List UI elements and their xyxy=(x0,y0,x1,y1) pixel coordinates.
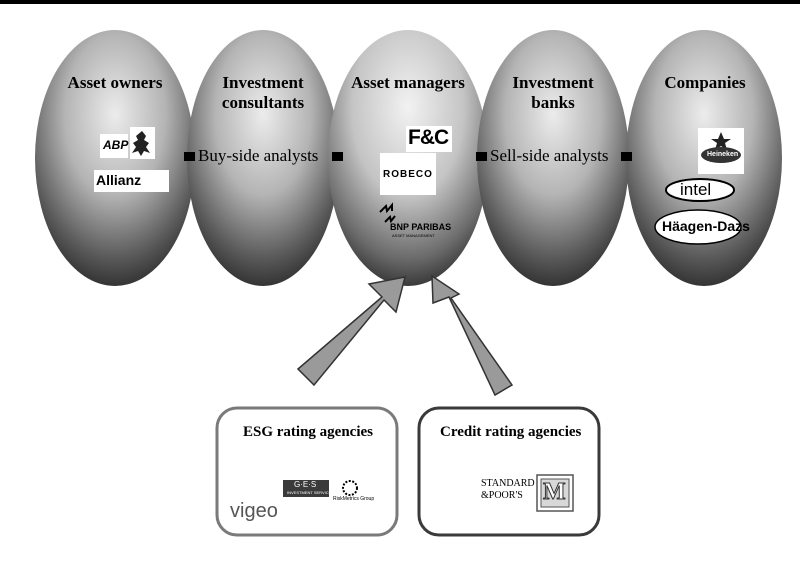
arrow-credit-to-asset-managers xyxy=(431,274,514,397)
allianz-logo: Allianz xyxy=(96,172,142,188)
label-buy-side-analysts: Buy-side analysts xyxy=(198,146,319,165)
label-sell-side-analysts: Sell-side analysts xyxy=(490,146,609,165)
moodys-logo: M xyxy=(543,479,567,506)
ellipse-investment-banks xyxy=(477,30,629,286)
haagen-dazs-logo: Häagen-Dazs xyxy=(662,218,750,234)
riskmetrics-logo: RiskMetrics Group xyxy=(333,496,375,502)
bnp-birds-icon xyxy=(379,202,396,224)
label-companies: Companies xyxy=(664,73,746,92)
label-asset-managers: Asset managers xyxy=(351,73,465,92)
heineken-logo: Heineken xyxy=(707,151,739,158)
label-investment-consultants: Investment consultants xyxy=(221,73,305,112)
bnp-logo: BNP PARIBAS xyxy=(390,222,452,232)
sp-logo-line2: &POOR'S xyxy=(481,490,523,501)
abp-figure-icon xyxy=(132,131,150,156)
ges-logo: G·E·S xyxy=(294,480,317,489)
riskmetrics-icon xyxy=(342,480,358,496)
ges-logo-box xyxy=(283,480,329,497)
intel-logo: intel xyxy=(680,180,712,199)
credit-box-title: Credit rating agencies xyxy=(440,424,582,440)
heineken-label-oval xyxy=(701,147,741,163)
robeco-logo-box xyxy=(380,153,436,195)
intel-logo-oval xyxy=(665,178,735,202)
allianz-logo-box xyxy=(94,170,169,192)
ges-logo-subtitle: INVESTMENT SERVICES xyxy=(287,490,334,495)
robeco-logo: ROBECO xyxy=(383,169,433,180)
bnp-logo-subtitle: ASSET MANAGEMENT xyxy=(392,233,435,238)
moodys-logo-inner xyxy=(540,478,570,508)
fc-logo: F&C xyxy=(408,126,449,149)
arrow-esg-to-asset-managers xyxy=(296,276,407,387)
connector-square xyxy=(184,152,195,161)
esg-box-title: ESG rating agencies xyxy=(243,424,373,440)
vigeo-logo: vigeo xyxy=(230,500,278,522)
haagen-dazs-logo-oval xyxy=(654,209,742,245)
sp-logo-line1: STANDARD xyxy=(481,478,535,489)
ellipse-investment-consultants xyxy=(187,30,339,286)
label-asset-owners: Asset owners xyxy=(67,73,163,92)
esg-box-frame xyxy=(215,406,399,537)
connector-square xyxy=(621,152,632,161)
heineken-star-icon xyxy=(711,132,731,150)
abp-logo-box xyxy=(100,134,128,158)
label-investment-banks: Investment banks xyxy=(512,73,594,112)
top-border-line xyxy=(0,0,800,4)
fc-logo-box xyxy=(406,126,452,152)
abp-logo: ABP xyxy=(103,138,129,152)
connector-square xyxy=(332,152,343,161)
connector-square xyxy=(476,152,487,161)
